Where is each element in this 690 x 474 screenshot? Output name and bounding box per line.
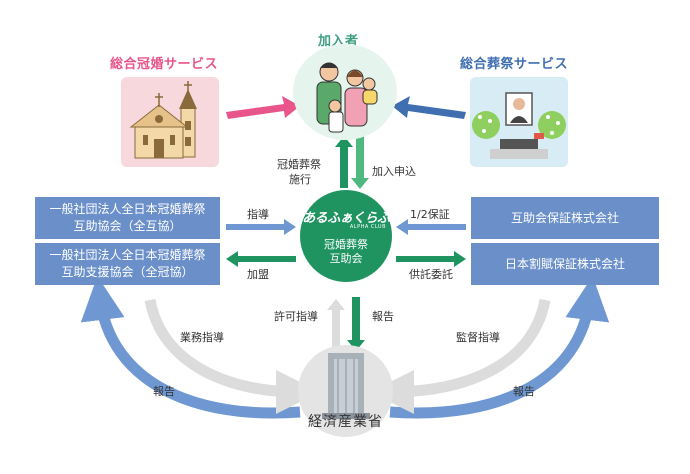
service-label-line2: 施行 bbox=[289, 173, 311, 186]
deposit-label: 供託委託 bbox=[409, 268, 453, 281]
chapel-image bbox=[121, 77, 219, 167]
alpha-club-logo: あるふぁくらぶ bbox=[302, 211, 390, 226]
membership-label: 加盟 bbox=[247, 268, 269, 281]
altar-icon bbox=[470, 77, 568, 167]
wedding-to-member-arrow bbox=[226, 96, 300, 119]
gojokai-guarantee-label: 互助会保証株式会社 bbox=[510, 210, 619, 225]
report-right-label: 報告 bbox=[513, 385, 535, 398]
center-name-line1: 冠婚葬祭 bbox=[324, 238, 368, 251]
funeral-service-heading: 総合葬祭サービス bbox=[460, 57, 569, 72]
zengokyo-line2: 互助協会（全互協） bbox=[73, 219, 182, 233]
nihon-kappu-box: 日本割賦保証株式会社 bbox=[471, 243, 659, 285]
report-center-arrow bbox=[347, 297, 365, 351]
zenkankyo-line1: 一般社団法人全日本冠婚葬祭 bbox=[49, 248, 206, 262]
business-guide-label: 業務指導 bbox=[180, 331, 224, 344]
business-guide-arrow bbox=[144, 298, 320, 414]
report-left-arrow bbox=[80, 276, 301, 419]
guarantee-arrow bbox=[396, 219, 466, 235]
report-right-arrow bbox=[389, 276, 610, 419]
guide-label: 指導 bbox=[247, 208, 269, 221]
wedding-service-heading: 総合冠婚サービス bbox=[110, 57, 219, 72]
building-icon bbox=[322, 353, 370, 419]
zengokyo-line1: 一般社団法人全日本冠婚葬祭 bbox=[49, 202, 206, 216]
deposit-arrow bbox=[396, 251, 466, 267]
gojokai-guarantee-box: 互助会保証株式会社 bbox=[471, 197, 659, 239]
ministry-circle bbox=[298, 345, 393, 437]
family-icon bbox=[297, 44, 393, 140]
zenkankyo-line2: 互助支援協会（全冠協） bbox=[61, 265, 194, 279]
service-label-line1: 冠婚葬祭 bbox=[277, 158, 321, 171]
center-name-line2: 互助会 bbox=[329, 252, 363, 265]
license-arrow bbox=[327, 299, 345, 350]
alpha-club-circle: あるふぁくらぶ ALPHA CLUB 冠婚葬祭 互助会 bbox=[300, 190, 392, 282]
funeral-to-member-arrow bbox=[392, 96, 466, 119]
supervision-label: 監督指導 bbox=[456, 331, 500, 344]
report-left-label: 報告 bbox=[153, 385, 175, 398]
alpha-club-logo-sub: ALPHA CLUB bbox=[349, 224, 386, 230]
zenkankyo-box: 一般社団法人全日本冠婚葬祭 互助支援協会（全冠協） bbox=[35, 243, 220, 285]
join-arrow bbox=[351, 136, 369, 189]
report-center-label: 報告 bbox=[372, 310, 394, 323]
license-label: 許可指導 bbox=[274, 310, 318, 323]
funeral-altar-image bbox=[470, 77, 568, 167]
guide-arrow bbox=[226, 219, 296, 235]
zengokyo-box: 一般社団法人全日本冠婚葬祭 互助協会（全互協） bbox=[35, 197, 220, 239]
chapel-icon bbox=[121, 77, 219, 167]
family-image bbox=[293, 44, 397, 140]
guarantee-label: 1/2保証 bbox=[410, 208, 450, 221]
join-label: 加入申込 bbox=[372, 165, 416, 178]
supervision-arrow bbox=[370, 298, 551, 414]
service-arrow bbox=[335, 136, 353, 188]
ministry-label: 経済産業省 bbox=[308, 414, 383, 430]
membership-arrow bbox=[226, 251, 296, 267]
nihon-kappu-label: 日本割賦保証株式会社 bbox=[504, 256, 625, 271]
